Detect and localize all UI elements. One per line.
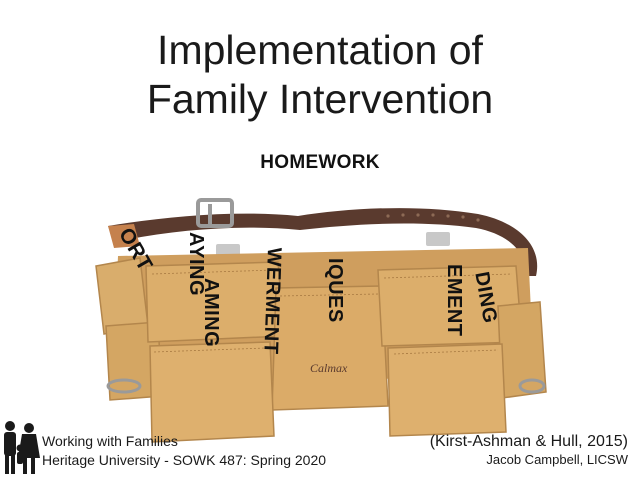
- citation-block: (Kirst-Ashman & Hull, 2015) Jacob Campbe…: [430, 432, 628, 468]
- course-line-2: Heritage University - SOWK 487: Spring 2…: [42, 452, 327, 468]
- pocket-label-5: IQUES: [324, 258, 346, 323]
- slide-title: Implementation of Family Intervention: [0, 26, 640, 124]
- pocket-center: [271, 285, 389, 411]
- title-line-2: Family Intervention: [146, 76, 494, 122]
- family-logo-icon: [4, 421, 40, 474]
- course-info: Working with Families Heritage Universit…: [42, 432, 326, 470]
- pocket-right-lower: [387, 343, 507, 437]
- pocket-label-4: WERMENT: [259, 247, 285, 355]
- title-line-1: Implementation of: [157, 27, 483, 73]
- pocket-left-lower: [149, 341, 275, 443]
- slide-subtitle: HOMEWORK: [260, 152, 380, 173]
- belt-left-end: [108, 224, 140, 248]
- author-name: Jacob Campbell, LICSW: [486, 452, 628, 467]
- citation-text: (Kirst-Ashman & Hull, 2015): [429, 433, 628, 450]
- belt-buckle: [196, 198, 234, 228]
- pocket-label-6: EMENT: [443, 264, 465, 337]
- brand-stamp: Calmax: [310, 361, 348, 375]
- course-line-1: Working with Families: [42, 433, 178, 449]
- tool-belt-image: Calmax: [95, 198, 547, 443]
- pocket-label-3: AMING: [200, 278, 222, 348]
